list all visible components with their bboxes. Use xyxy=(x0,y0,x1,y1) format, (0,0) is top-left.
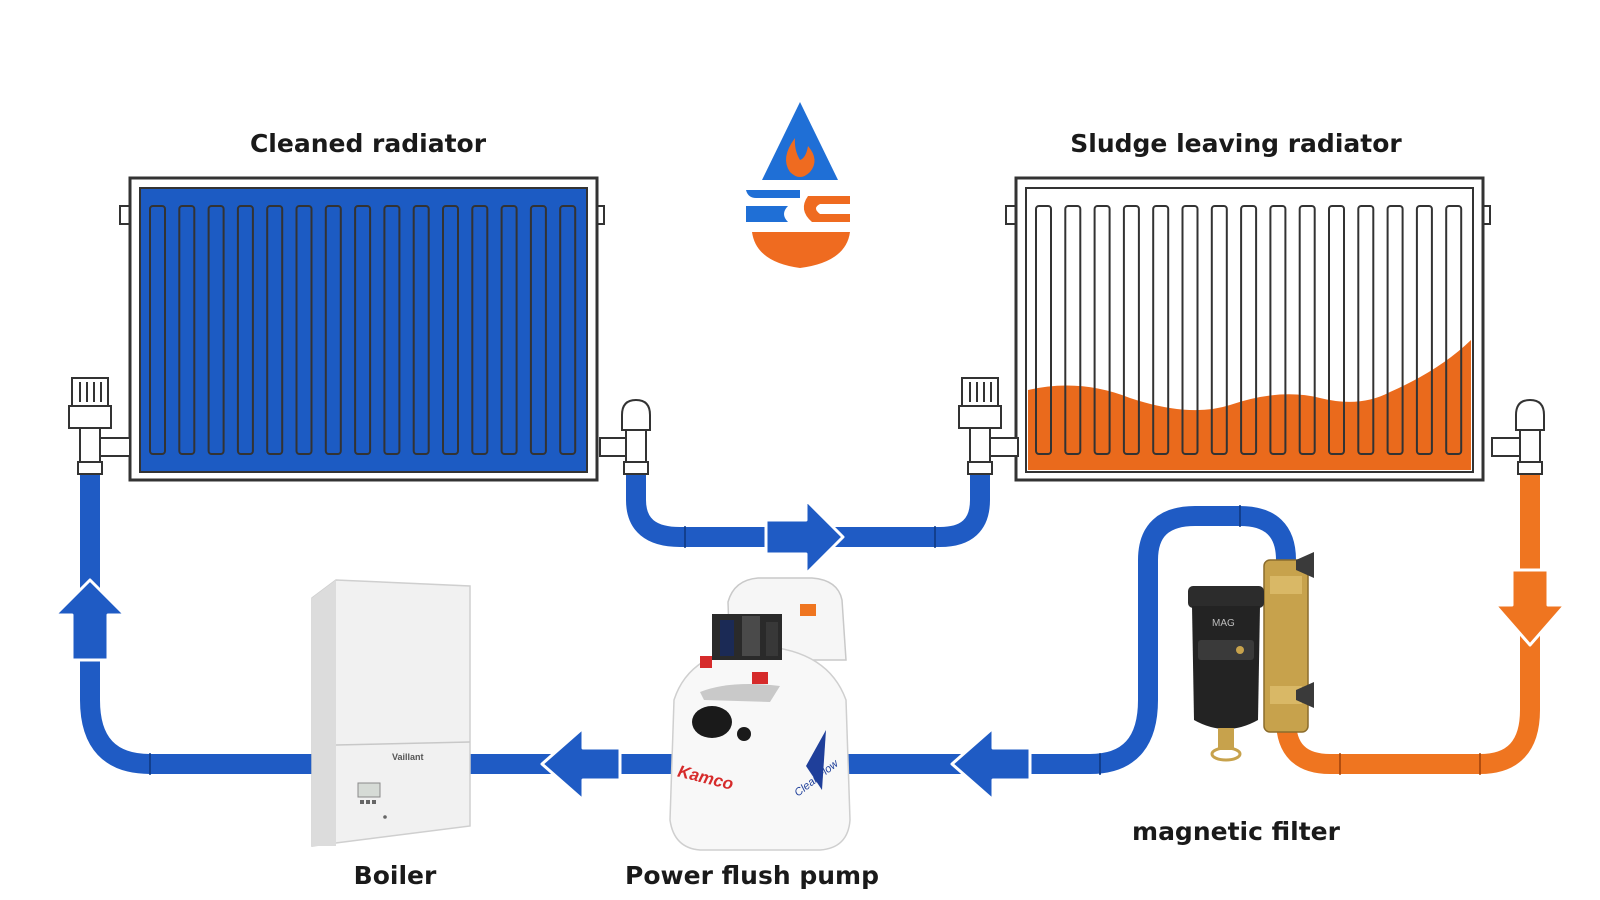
flow-arrow-icon xyxy=(53,578,127,662)
filter-label: magnetic filter xyxy=(1132,817,1341,846)
radiator-fin xyxy=(1298,205,1316,455)
flow-arrow-icon xyxy=(764,498,845,576)
radiator-fin xyxy=(354,205,372,455)
radiator-fin xyxy=(1210,205,1228,455)
radiator-fin xyxy=(1181,205,1199,455)
filter-brand-text: MAG xyxy=(1212,618,1235,629)
radiator-fin xyxy=(1445,205,1463,455)
radiator-fin xyxy=(1240,205,1258,455)
radiator-fin xyxy=(442,205,459,455)
sludge-pipe xyxy=(1276,460,1540,774)
flow-arrow-icon xyxy=(950,726,1032,802)
sludge-radiator xyxy=(1005,176,1491,482)
radiator-fin xyxy=(324,205,342,455)
radiator-fin xyxy=(1064,205,1082,455)
radiator-fin xyxy=(207,205,225,455)
radiator-fin xyxy=(1035,205,1052,455)
radiator-fin xyxy=(1122,205,1140,455)
left-lockshield-valve xyxy=(599,398,651,475)
cleaned-radiator-label: Cleaned radiator xyxy=(250,129,487,158)
sludge-radiator-label: Sludge leaving radiator xyxy=(1070,129,1402,158)
water-drop-logo-icon xyxy=(746,102,850,268)
radiator-fin xyxy=(1269,205,1287,455)
radiator-fin xyxy=(266,205,284,455)
radiator-fin xyxy=(559,205,577,455)
radiator-fin xyxy=(471,205,489,455)
radiator-fin xyxy=(412,205,430,455)
radiator-fin xyxy=(529,205,547,455)
radiator-fin xyxy=(178,205,196,455)
return-pipe xyxy=(80,460,1296,774)
radiator-fin xyxy=(149,205,166,455)
boiler: Vaillant xyxy=(311,579,471,847)
radiator-fin xyxy=(1386,205,1404,455)
boiler-label: Boiler xyxy=(354,861,437,890)
left-trv-valve xyxy=(68,377,131,475)
flow-arrows xyxy=(53,498,1567,802)
radiator-fin xyxy=(1357,205,1375,455)
right-trv-valve xyxy=(958,377,1019,475)
radiator-fin xyxy=(236,205,254,455)
boiler-brand-text: Vaillant xyxy=(392,752,424,762)
radiator-fin xyxy=(383,205,401,455)
radiator-fins xyxy=(149,205,577,455)
magnetic-filter: MAG xyxy=(1188,552,1314,762)
radiator-fin xyxy=(1093,205,1111,455)
pump-label: Power flush pump xyxy=(625,861,879,890)
radiator-fins xyxy=(1035,205,1463,455)
radiator-fin xyxy=(1328,205,1345,455)
radiator-fin xyxy=(500,205,518,455)
cleaned-radiator xyxy=(119,176,605,482)
flow-arrow-icon xyxy=(540,726,622,802)
radiator-fin xyxy=(1415,205,1433,455)
flow-arrow-icon xyxy=(1493,568,1567,647)
right-lockshield-valve xyxy=(1491,398,1545,475)
power-flush-pump: CleanFlow Kamco xyxy=(669,577,851,851)
radiator-fin xyxy=(295,205,313,455)
radiator-fin xyxy=(1152,205,1170,455)
